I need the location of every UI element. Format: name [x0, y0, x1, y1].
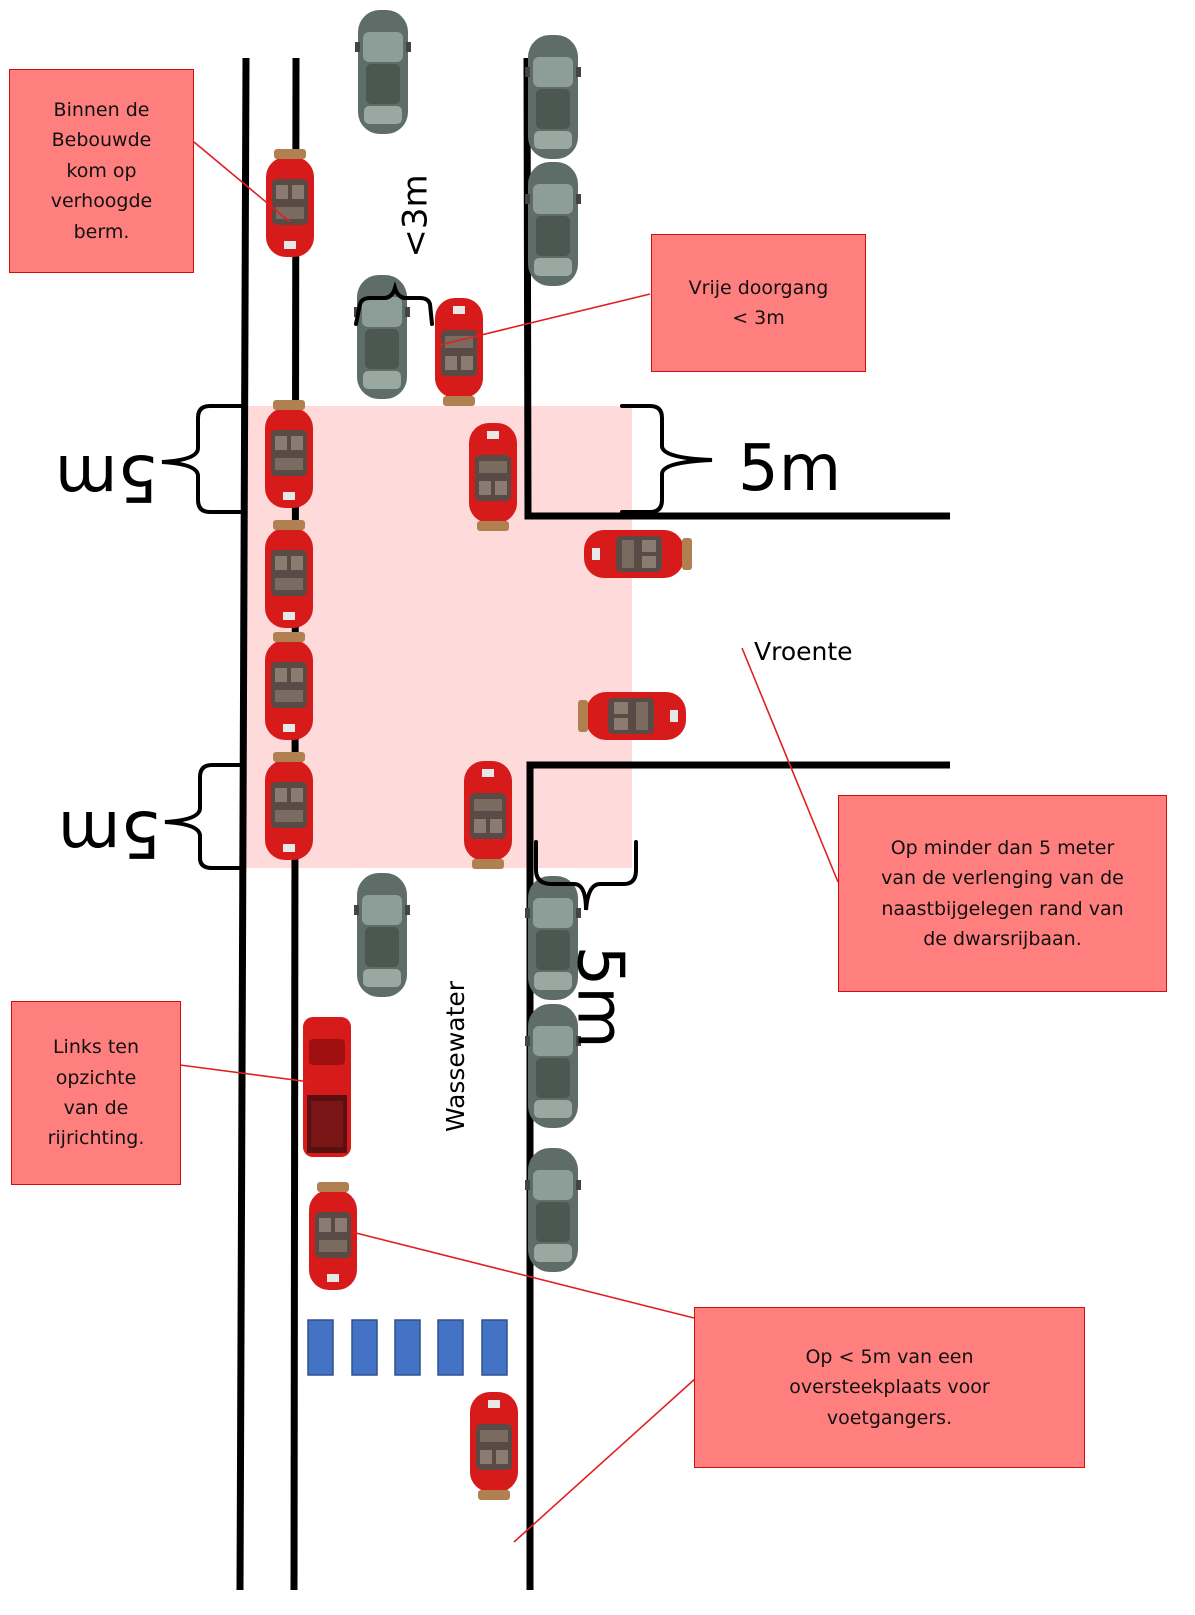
red-pickup-truck — [303, 1017, 351, 1157]
callout-verlenging-dwarsrijbaan: Op minder dan 5 meter van de verlenging … — [838, 795, 1167, 992]
leader-lines — [179, 141, 839, 1543]
braces — [161, 281, 713, 911]
label-5m-left-bottom: 5m — [58, 796, 162, 870]
callout-vrije-doorgang-text: Vrije doorgang < 3m — [688, 276, 829, 329]
callout-links-rijrichting: Links ten opzichte van de rijrichting. — [11, 1001, 181, 1185]
callout-oversteekplaats-text: Op < 5m van een oversteekplaats voor voe… — [789, 1345, 990, 1429]
label-less-than-3m: <3m — [395, 174, 436, 258]
label-5m-vertical: 5m — [562, 945, 637, 1049]
street-name-vroente: Vroente — [754, 637, 853, 666]
callout-binnen-bebouwde-kom-text: Binnen de Bebouwde kom op verhoogde berm… — [50, 99, 153, 243]
label-5m-left-top: 5m — [55, 440, 159, 514]
pedestrian-crossing — [307, 1319, 508, 1376]
callout-verlenging-dwarsrijbaan-text: Op minder dan 5 meter van de verlenging … — [881, 836, 1124, 950]
callout-links-rijrichting-text: Links ten opzichte van de rijrichting. — [47, 1036, 145, 1150]
callout-vrije-doorgang: Vrije doorgang < 3m — [651, 234, 866, 372]
callout-oversteekplaats: Op < 5m van een oversteekplaats voor voe… — [694, 1307, 1085, 1468]
street-name-wassewater: Wassewater — [441, 980, 471, 1133]
label-5m-right: 5m — [738, 432, 842, 506]
callout-binnen-bebouwde-kom: Binnen de Bebouwde kom op verhoogde berm… — [9, 69, 194, 273]
